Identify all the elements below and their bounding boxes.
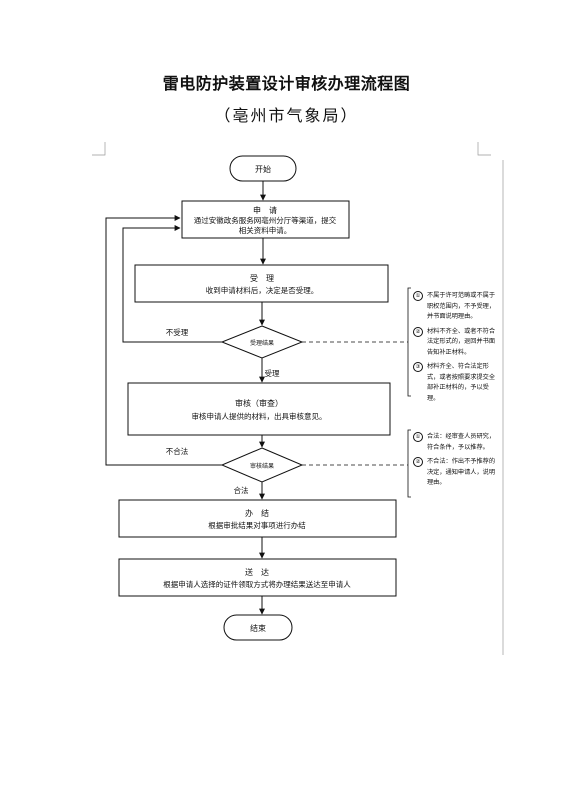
note-number-icon: ① [413, 291, 423, 301]
accept-note-item: ① 不属于许可范畴或不属于职权范围内，不予受理，并书面说明理由。 [413, 291, 500, 323]
illegal-label: 不合法 [166, 446, 189, 456]
note-text: 材料不齐全、或者不符合法定形式的，退回并书面告知补正材料。 [427, 327, 496, 356]
note-number-icon: ② [413, 457, 423, 467]
accept-note-item: ② 材料不齐全、或者不符合法定形式的，退回并书面告知补正材料。 [413, 326, 500, 359]
not-accepted-label: 不受理 [166, 327, 189, 337]
note-number-icon: ② [413, 326, 423, 337]
review-desc: 审核申请人提供的材料，出具审核意见。 [192, 411, 327, 421]
deliver-title: 送 达 [245, 567, 269, 577]
note-number-icon: ③ [413, 362, 423, 372]
page-subtitle: （亳州市气象局） [214, 106, 359, 125]
note-text: 不属于许可范畴或不属于职权范围内，不予受理，并书面说明理由。 [427, 292, 496, 320]
accept-box [134, 264, 389, 303]
crop-marks [92, 142, 504, 655]
note-text: 合法：经审查人员研究，符合条件，予以推荐。 [427, 433, 496, 451]
handle-box [118, 499, 397, 538]
review-notes: ① 合法：经审查人员研究，符合条件，予以推荐。 ② 不合法：作出不予推荐的决定，… [413, 432, 500, 493]
handle-title: 办 结 [245, 508, 269, 518]
review-decision-label: 审核结果 [250, 462, 274, 470]
crop-mark-top-right [477, 142, 491, 156]
accept-title: 受 理 [250, 273, 274, 283]
apply-desc-2: 相关资料申请。 [239, 225, 292, 235]
review-note-item: ② 不合法：作出不予推荐的决定，通知申请人，说明理由。 [413, 457, 500, 489]
handle-desc: 根据审批结果对事项进行办结 [208, 520, 306, 530]
accept-note-bracket [407, 287, 411, 397]
start-label: 开始 [255, 164, 271, 174]
accept-decision-label: 受理结果 [250, 339, 274, 347]
arrow-illegal [105, 215, 222, 466]
note-number-icon: ① [413, 432, 423, 442]
accept-notes: ① 不属于许可范畴或不属于职权范围内，不予受理，并书面说明理由。 ② 材料不齐全… [413, 291, 500, 408]
note-text: 不合法：作出不予推荐的决定，通知申请人，说明理由。 [427, 458, 496, 486]
accept-note-item: ③ 材料齐全、符合法定形式，或者按照要求提交全部补正材料的，予以受理。 [413, 362, 500, 404]
end-label: 结束 [250, 623, 266, 633]
deliver-desc: 根据申请人选择的证件领取方式将办理结果送达至申请人 [163, 579, 351, 589]
review-note-bracket [407, 429, 411, 498]
apply-title: 申 请 [253, 205, 277, 215]
legal-label: 合法 [234, 485, 249, 495]
accepted-label: 受理 [265, 368, 280, 378]
crop-mark-top-left [92, 142, 106, 156]
page-title: 雷电防护装置设计审核办理流程图 [162, 74, 411, 93]
apply-box [181, 200, 350, 239]
review-box [127, 382, 391, 436]
review-title: 审核（审查） [235, 398, 283, 408]
apply-desc-1: 通过安徽政务服务网亳州分厅等渠道，提交 [194, 215, 337, 225]
end-node [223, 614, 293, 641]
arrow-not-accepted [122, 225, 222, 343]
note-text: 材料齐全、符合法定形式，或者按照要求提交全部补正材料的，予以受理。 [427, 363, 496, 402]
deliver-box [118, 558, 397, 597]
review-note-item: ① 合法：经审查人员研究，符合条件，予以推荐。 [413, 432, 500, 453]
accept-desc: 收到申请材料后，决定是否受理。 [206, 285, 319, 295]
